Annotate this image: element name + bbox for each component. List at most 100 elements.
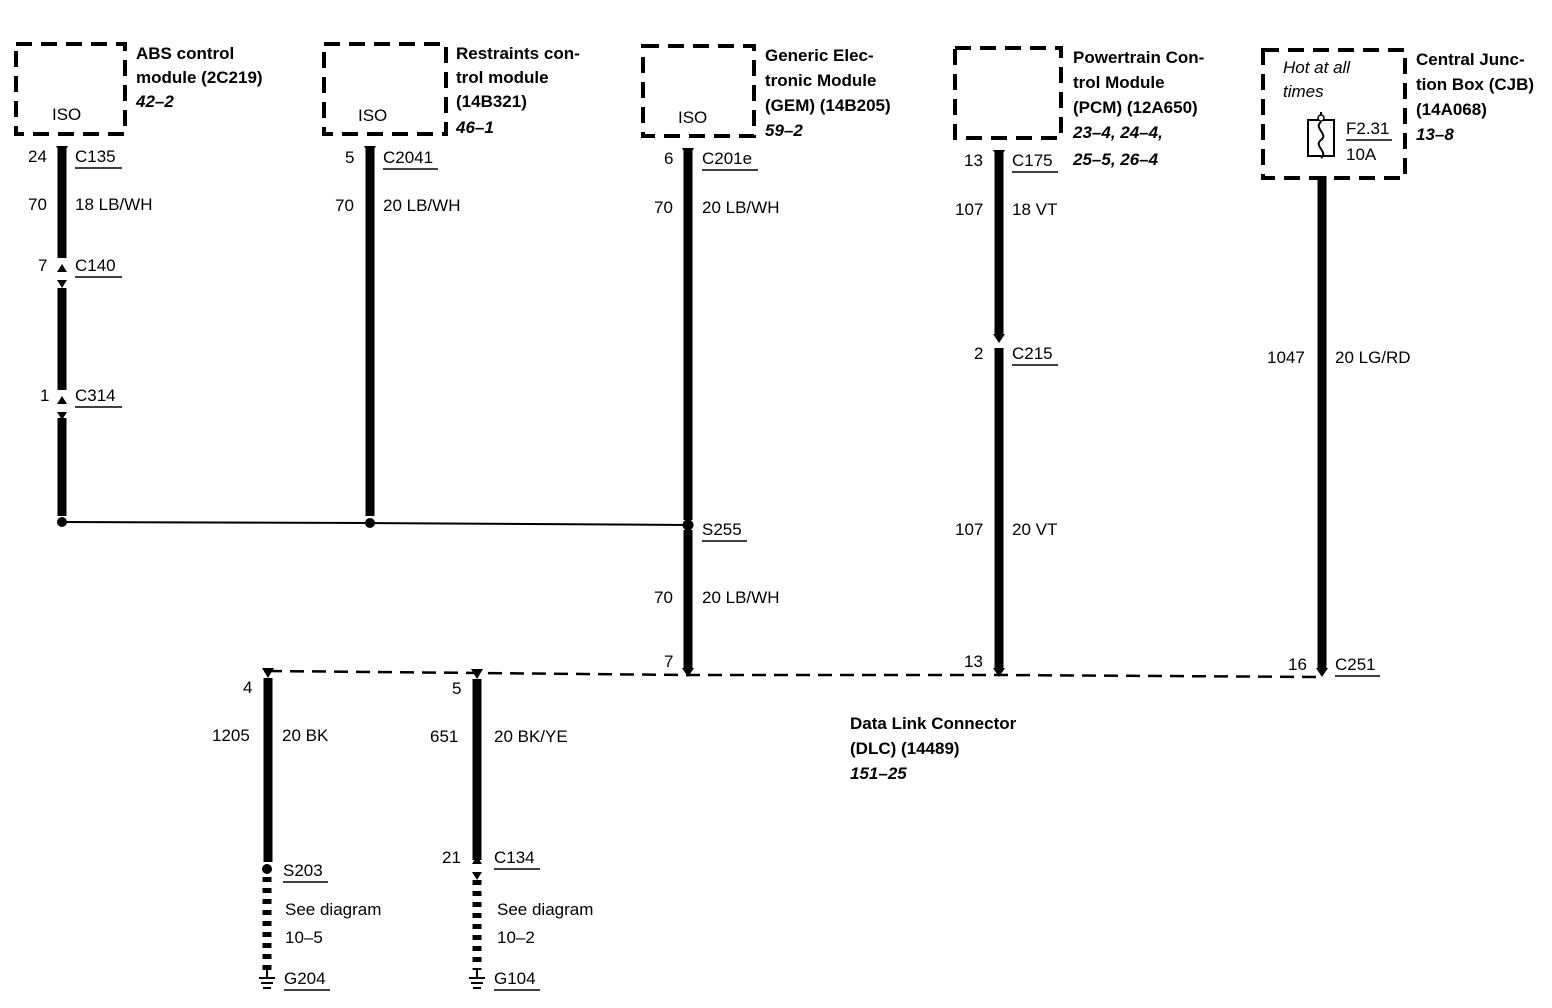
ground2-see-line2: 10–2 <box>497 928 535 947</box>
ground2-wire-color: 20 BK/YE <box>494 727 568 746</box>
cjb-module-name-1: Central Junc- <box>1416 50 1525 69</box>
abs-module-part: module (2C219) <box>136 68 263 87</box>
ground2-dlc-terminal <box>471 669 483 679</box>
pcm-module-box <box>953 46 1063 140</box>
abs-c314-terminal <box>57 396 67 404</box>
gem-module-part: (GEM) (14B205) <box>765 96 891 115</box>
cjb-wire-color: 20 LG/RD <box>1335 348 1411 367</box>
abs-pin-c135: 24 <box>28 147 47 166</box>
ground-symbol-icon <box>259 970 275 989</box>
pcm-module-part: (PCM) (12A650) <box>1073 98 1198 117</box>
dlc-part: (DLC) (14489) <box>850 739 960 758</box>
pcm-circuit-2: 107 <box>955 520 983 539</box>
gem-iso-label: ISO <box>678 108 707 127</box>
abs-circuit: 70 <box>28 195 47 214</box>
dlc-connector-line <box>267 669 1323 679</box>
s255-splice-label: S255 <box>702 520 742 539</box>
ground1-see-line2: 10–5 <box>285 928 323 947</box>
c134-terminal-b <box>472 872 482 880</box>
cjb-note-line1: Hot at all <box>1283 58 1351 77</box>
s255-splice-dot <box>682 519 694 531</box>
cjb-circuit: 1047 <box>1267 348 1305 367</box>
s203-splice-dot <box>262 864 272 874</box>
ground1-dlc-terminal <box>262 668 274 678</box>
cjb-dlc-pin: 16 <box>1288 655 1307 674</box>
ground-symbol-icon <box>469 970 485 989</box>
restraints-conn: C2041 <box>383 148 433 167</box>
gem-wire-color-2: 20 LB/WH <box>702 588 779 607</box>
pcm-module: Powertrain Con- trol Module (PCM) (12A65… <box>953 46 1204 169</box>
c251-conn-label: C251 <box>1335 655 1376 674</box>
gem-conn: C201e <box>702 149 752 168</box>
fuse-icon <box>1307 112 1335 159</box>
cjb-module-ref: 13–8 <box>1416 125 1454 144</box>
ground2-pin: 5 <box>452 679 461 698</box>
pcm-circuit: 107 <box>955 200 983 219</box>
pcm-module-ref-2: 25–5, 26–4 <box>1072 150 1159 169</box>
pcm-dlc-pin: 13 <box>964 652 983 671</box>
gem-module-box <box>641 44 756 138</box>
cjb-module-name-2: tion Box (CJB) <box>1416 75 1534 94</box>
gem-module-ref: 59–2 <box>765 121 803 140</box>
pcm-module-name-1: Powertrain Con- <box>1073 48 1204 67</box>
gem-dlc-pin: 7 <box>664 652 673 671</box>
pcm-wire: 13 C175 107 18 VT 2 C215 107 20 VT 13 <box>955 150 1058 677</box>
pcm-pin-c215: 2 <box>974 344 983 363</box>
pcm-wire-color-2: 20 VT <box>1012 520 1057 539</box>
pcm-pin: 13 <box>964 151 983 170</box>
g204-ground-label: G204 <box>284 969 326 988</box>
abs-module: ISO ABS control module (2C219) 42–2 <box>14 42 263 136</box>
gem-wire: 6 C201e 70 20 LB/WH S255 70 20 LB/WH 7 <box>654 148 779 677</box>
g104-ground-label: G104 <box>494 969 536 988</box>
abs-pin-c314: 1 <box>40 386 49 405</box>
restraints-module-name-2: trol module <box>456 68 549 87</box>
dlc-ref: 151–25 <box>850 764 907 783</box>
abs-conn-c135: C135 <box>75 147 116 166</box>
restraints-iso-label: ISO <box>358 106 387 125</box>
restraints-c2041-terminal <box>364 146 376 156</box>
pcm-c215-terminal <box>993 334 1005 343</box>
abs-module-ref: 42–2 <box>135 92 174 111</box>
pcm-dlc-terminal <box>993 668 1005 677</box>
restraints-module-box <box>322 42 448 136</box>
s203-splice-label: S203 <box>283 861 323 880</box>
cjb-module-part: (14A068) <box>1416 100 1487 119</box>
c134-terminal <box>472 856 482 864</box>
pcm-module-name-2: trol Module <box>1073 73 1165 92</box>
pcm-c175-terminal <box>993 150 1005 160</box>
dlc-name: Data Link Connector <box>850 714 1017 733</box>
abs-c314-terminal-b <box>57 412 67 420</box>
cjb-note-line2: times <box>1283 82 1324 101</box>
abs-conn-c314: C314 <box>75 386 116 405</box>
abs-iso-label: ISO <box>52 105 81 124</box>
abs-pin-c140: 7 <box>38 256 47 275</box>
cjb-wire: 1047 20 LG/RD 16 C251 <box>1267 176 1411 677</box>
gem-module: ISO Generic Elec- tronic Module (GEM) (1… <box>641 44 891 140</box>
restraints-module-name-1: Restraints con- <box>456 44 580 63</box>
gem-pin: 6 <box>664 149 673 168</box>
abs-conn-c140: C140 <box>75 256 116 275</box>
ground1-wire: 4 1205 20 BK S203 See diagram 10–5 G204 <box>212 668 381 991</box>
abs-module-name: ABS control <box>136 44 234 63</box>
restraints-module-part: (14B321) <box>456 92 527 111</box>
c134-pin: 21 <box>442 848 461 867</box>
ground1-wire-color: 20 BK <box>282 726 329 745</box>
abs-wire: 24 C135 70 18 LB/WH 7 C140 1 C314 <box>28 146 152 527</box>
ground1-pin: 4 <box>243 678 252 697</box>
pcm-wire-color: 18 VT <box>1012 200 1057 219</box>
abs-wire-color: 18 LB/WH <box>75 195 152 214</box>
ground1-see-line1: See diagram <box>285 900 381 919</box>
c134-conn-label: C134 <box>494 848 535 867</box>
abs-c135-terminal <box>56 146 68 156</box>
restraints-wire: 5 C2041 70 20 LB/WH <box>335 146 460 528</box>
ground2-see-line1: See diagram <box>497 900 593 919</box>
gem-circuit: 70 <box>654 198 673 217</box>
abs-module-box <box>14 42 127 136</box>
gem-circuit-2: 70 <box>654 588 673 607</box>
cjb-module: Hot at all times F2.31 10A Central Junc-… <box>1261 48 1534 180</box>
abs-c140-terminal <box>57 264 67 272</box>
pcm-conn: C175 <box>1012 151 1053 170</box>
gem-wire-color: 20 LB/WH <box>702 198 779 217</box>
ground1-circuit: 1205 <box>212 726 250 745</box>
